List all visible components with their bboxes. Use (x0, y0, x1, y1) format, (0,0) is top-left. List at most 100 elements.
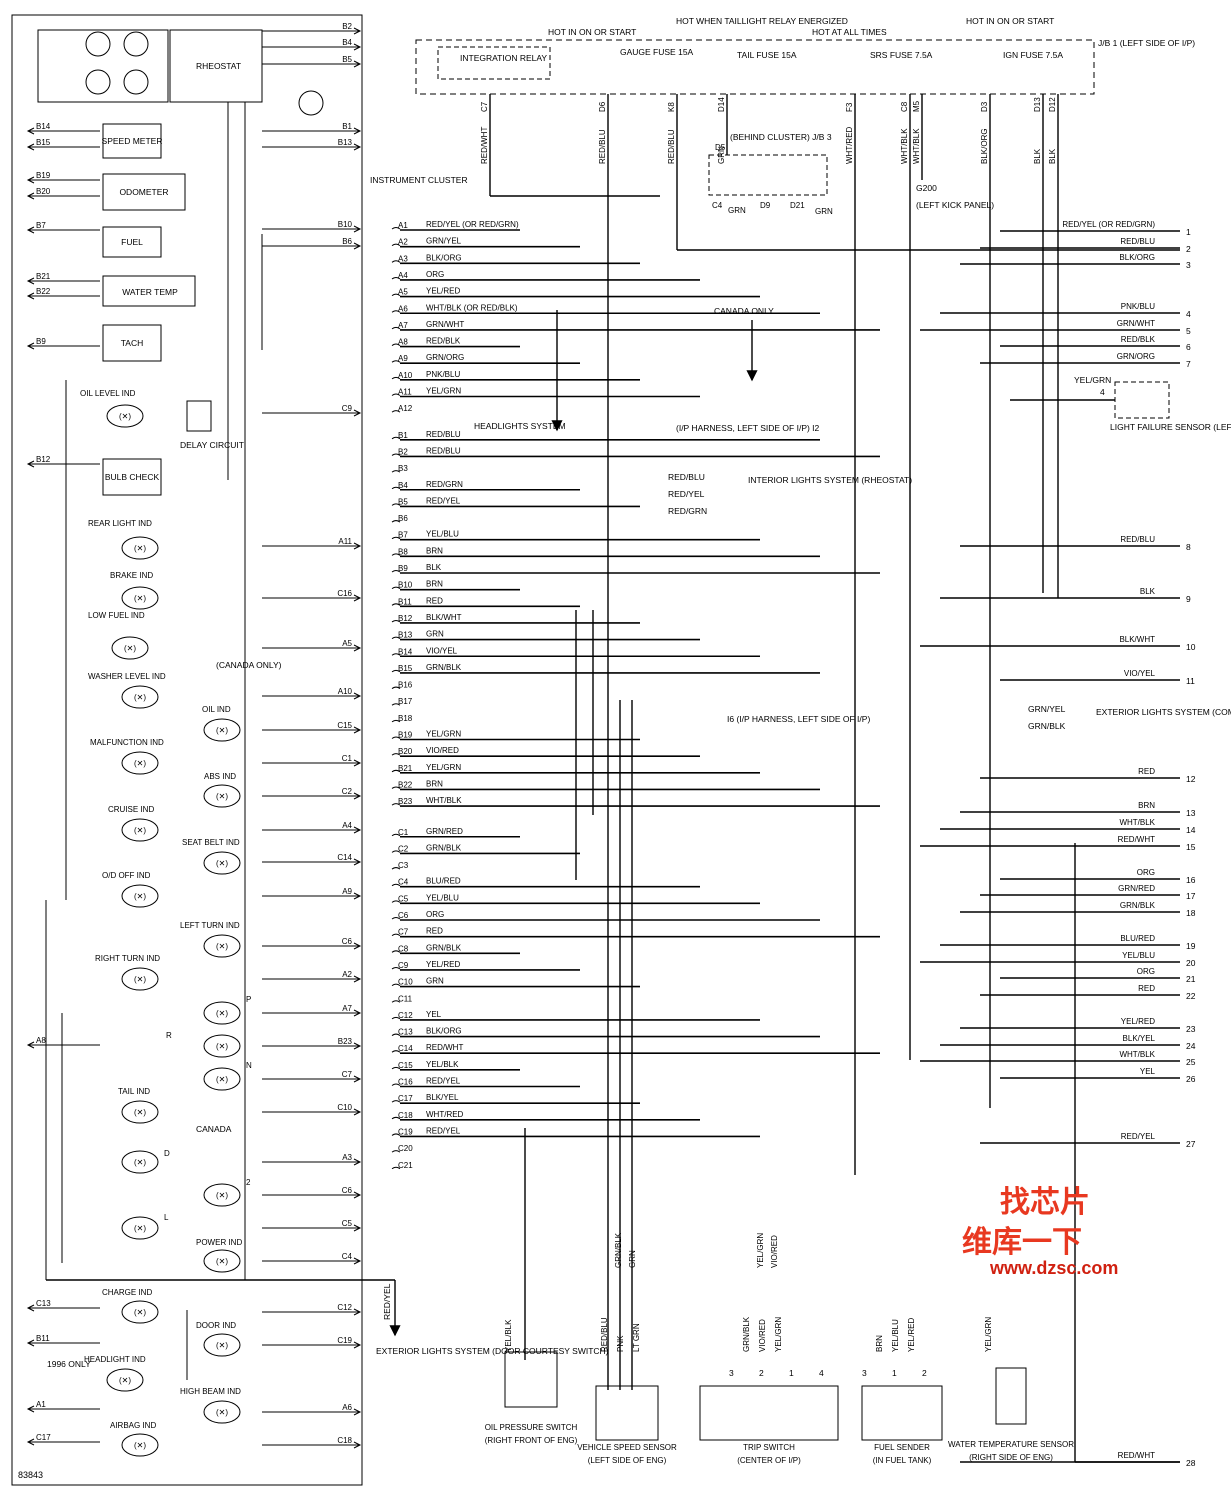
right-pin-C18: C18 (337, 1436, 352, 1445)
connector-pin-mark (391, 1133, 401, 1136)
jb3-outline (708, 154, 828, 196)
right-pin-arrow (353, 1075, 362, 1083)
interior-wire-1: RED/BLU (668, 472, 705, 482)
right-pin-arrow (353, 1108, 362, 1116)
cluster-panel-labels: RHEOSTAT SPEED METER ODOMETER FUEL WATER… (47, 61, 282, 1369)
right-pin-arrow (353, 726, 362, 734)
connector-pin-A2: A2 (398, 238, 408, 247)
odometer-box (102, 173, 186, 211)
indicator-bulb-glyph: (✕) (119, 412, 131, 421)
left-pin-B15: B15 (36, 138, 51, 147)
connector-pin-mark (391, 1116, 401, 1120)
jb1-labels: J/B 1 (LEFT SIDE OF I/P) HOT IN ON OR ST… (370, 16, 1195, 210)
right-pin-arrow (353, 1158, 362, 1166)
wire-color-label: GRN/RED (426, 827, 463, 836)
indicator-bulb-glyph: (✕) (134, 759, 146, 768)
interior-wire-2: RED/YEL (668, 489, 705, 499)
indicator-label-high-beam-ind: HIGH BEAM IND (180, 1387, 241, 1396)
wire-color-label: BRN (426, 546, 443, 555)
wire-color-label: RED/BLU (426, 446, 461, 455)
output-wire-15: RED/WHT (1118, 835, 1155, 844)
wire-color-label: RED/BLK (426, 337, 461, 346)
connector-pin-mark (391, 603, 401, 606)
jb1-pin-D12: D12 (1048, 97, 1057, 112)
vehicle-speed-sensor-box (595, 1385, 659, 1441)
indicator-label-r: R (166, 1031, 172, 1040)
jb1-pin-M5: M5 (912, 100, 921, 112)
connector-pin-C4: C4 (398, 878, 409, 887)
integration-relay-box (437, 46, 551, 80)
output-number-8: 8 (1186, 542, 1191, 552)
wire-color-label: YEL/BLK (426, 1060, 459, 1069)
fuse-srs: SRS FUSE 7.5A (870, 50, 933, 60)
right-pin-A11: A11 (338, 537, 352, 546)
component-wire-label: GRN/BLK (742, 1316, 751, 1352)
interior-lights-note: INTERIOR LIGHTS SYSTEM (RHEOSTAT) (748, 475, 912, 485)
output-wire-28: RED/WHT (1118, 1451, 1155, 1460)
headlights-system: HEADLIGHTS SYSTEM (474, 421, 566, 431)
output-wire-4: PNK/BLU (1121, 302, 1155, 311)
connector-pin-C15: C15 (398, 1061, 413, 1070)
wire-color-label: GRN (426, 977, 444, 986)
hot-label-3: HOT AT ALL TIMES (812, 27, 887, 37)
indicator-bulb-icon-o-d-off-ind (121, 884, 159, 908)
indicator-bulb-icon-washer-level-ind (121, 685, 159, 709)
right-pin-arrow (353, 225, 362, 233)
indicator-bulb-glyph: (✕) (216, 1191, 228, 1200)
indicator-bulb-icon-r (203, 1034, 241, 1058)
right-pin-C7: C7 (342, 1070, 353, 1079)
right-pin-arrow (353, 27, 362, 35)
output-wire-13: BRN (1138, 801, 1155, 810)
right-pin-C6: C6 (342, 1186, 353, 1195)
indicator-label-malfunction-ind: MALFUNCTION IND (90, 738, 164, 747)
connector-pin-C10: C10 (398, 978, 413, 987)
connector-pin-mark (391, 293, 401, 297)
trip-switch-box (699, 1385, 839, 1441)
right-pin-A10: A10 (338, 687, 353, 696)
right-pin-arrow (353, 1224, 362, 1232)
output-wire-8: RED/BLU (1120, 535, 1155, 544)
connector-pin-mark (391, 376, 401, 380)
jb3-wire-label: GRN (728, 206, 746, 215)
left-pin-arrow (26, 192, 35, 200)
right-pin-B5: B5 (342, 55, 352, 64)
right-pin-A7: A7 (342, 1004, 352, 1013)
left-pin-B9: B9 (36, 337, 46, 346)
connector-pin-C16: C16 (398, 1078, 413, 1087)
connector-pin-C20: C20 (398, 1144, 413, 1153)
wire-color-label: RED/GRN (426, 480, 463, 489)
left-pin-B21: B21 (36, 272, 51, 281)
output-wire-25: WHT/BLK (1119, 1050, 1155, 1059)
tach-label: TACH (121, 338, 144, 348)
jb1-pins: C7RED/WHTD6RED/BLUK8RED/BLUD14GRNF3WHT/R… (480, 97, 1057, 216)
left-pin-arrow (26, 127, 35, 135)
speedometer-label: SPEED METER (102, 136, 163, 146)
right-pin-arrow (353, 826, 362, 834)
connector-pin-mark (391, 950, 401, 953)
right-pin-arrow (353, 644, 362, 652)
wire-color-label: GRN/BLK (426, 663, 462, 672)
right-pin-arrow (353, 1257, 362, 1265)
indicator-bulb-icon-charge-ind (121, 1300, 159, 1324)
output-wire-26: YEL (1140, 1067, 1156, 1076)
connector-pin-mark (391, 1166, 401, 1170)
connector-pin-B7: B7 (398, 531, 408, 540)
indicator-bulb-glyph: (✕) (134, 693, 146, 702)
right-pin-B23: B23 (338, 1037, 353, 1046)
indicator-label-tail-ind: TAIL IND (118, 1087, 150, 1096)
hot-label-1: HOT IN ON OR START (548, 27, 636, 37)
indicator-bulb-glyph: (✕) (216, 792, 228, 801)
connector-pin-mark (391, 486, 401, 490)
wire-color-label: YEL/GRN (426, 730, 461, 739)
component-wire-label: YEL/BLU (891, 1319, 900, 1352)
jb3-pin-C4: C4 (712, 201, 723, 210)
connector-pin-B9: B9 (398, 564, 408, 573)
component-water-temperature-sensor: WATER TEMPERATURE SENSOR (948, 1440, 1074, 1449)
connector-pin-mark (391, 983, 401, 987)
connector-pin-B5: B5 (398, 497, 408, 506)
routing-wires (46, 94, 1180, 1463)
indicator-label-door-ind: DOOR IND (196, 1321, 236, 1330)
wire-color-label: VIO/YEL (426, 646, 458, 655)
output-number-22: 22 (1186, 991, 1196, 1001)
